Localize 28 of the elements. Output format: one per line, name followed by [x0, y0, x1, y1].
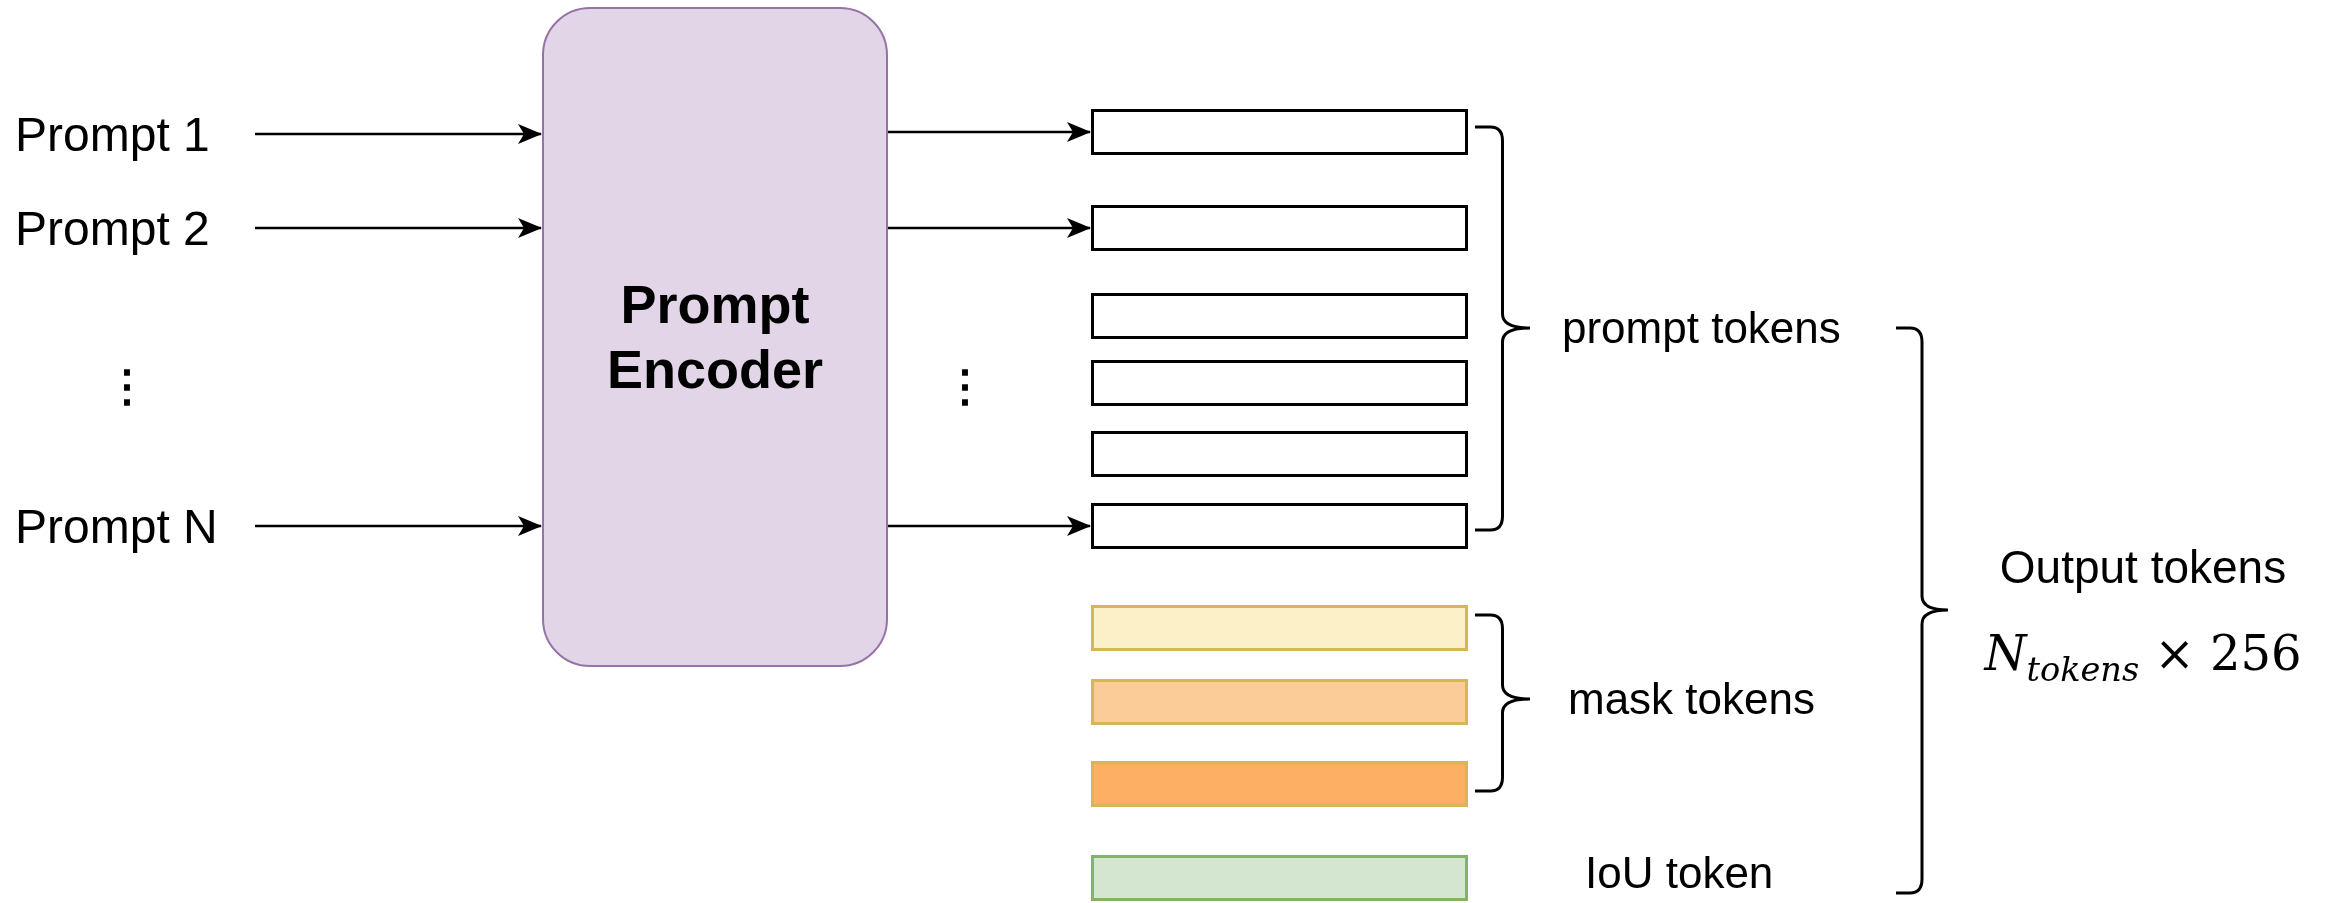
encoder-title: Prompt Encoder — [605, 273, 825, 401]
group-label: IoU token — [1585, 848, 1774, 898]
formula: N$_{tokens}$ × 256 — [1984, 625, 2302, 689]
arrow — [888, 122, 1091, 142]
token-bar — [1091, 679, 1468, 725]
token-bar — [1091, 293, 1468, 339]
token-bar — [1091, 761, 1468, 807]
prompt-label: Prompt N — [15, 498, 218, 554]
token-bar — [1091, 360, 1468, 406]
token-bar — [1091, 503, 1468, 549]
token-bar — [1091, 855, 1468, 901]
prompt-label: Prompt 2 — [15, 200, 210, 256]
token-bar — [1091, 431, 1468, 477]
token-bar — [1091, 109, 1468, 155]
group-label: prompt tokens — [1562, 303, 1841, 353]
ellipsis-dots: ⋮ — [105, 359, 149, 411]
arrow — [888, 516, 1091, 536]
token-bar — [1091, 205, 1468, 251]
group-label: mask tokens — [1568, 674, 1815, 724]
arrow — [255, 516, 542, 536]
arrow — [255, 218, 542, 238]
arrow — [888, 218, 1091, 238]
prompt-label: Prompt 1 — [15, 106, 210, 162]
encoder-box — [542, 7, 888, 667]
token-bar — [1091, 605, 1468, 651]
ellipsis-dots: ⋮ — [943, 359, 987, 411]
output-label: Output tokens — [1999, 540, 2287, 594]
arrow — [255, 124, 542, 144]
